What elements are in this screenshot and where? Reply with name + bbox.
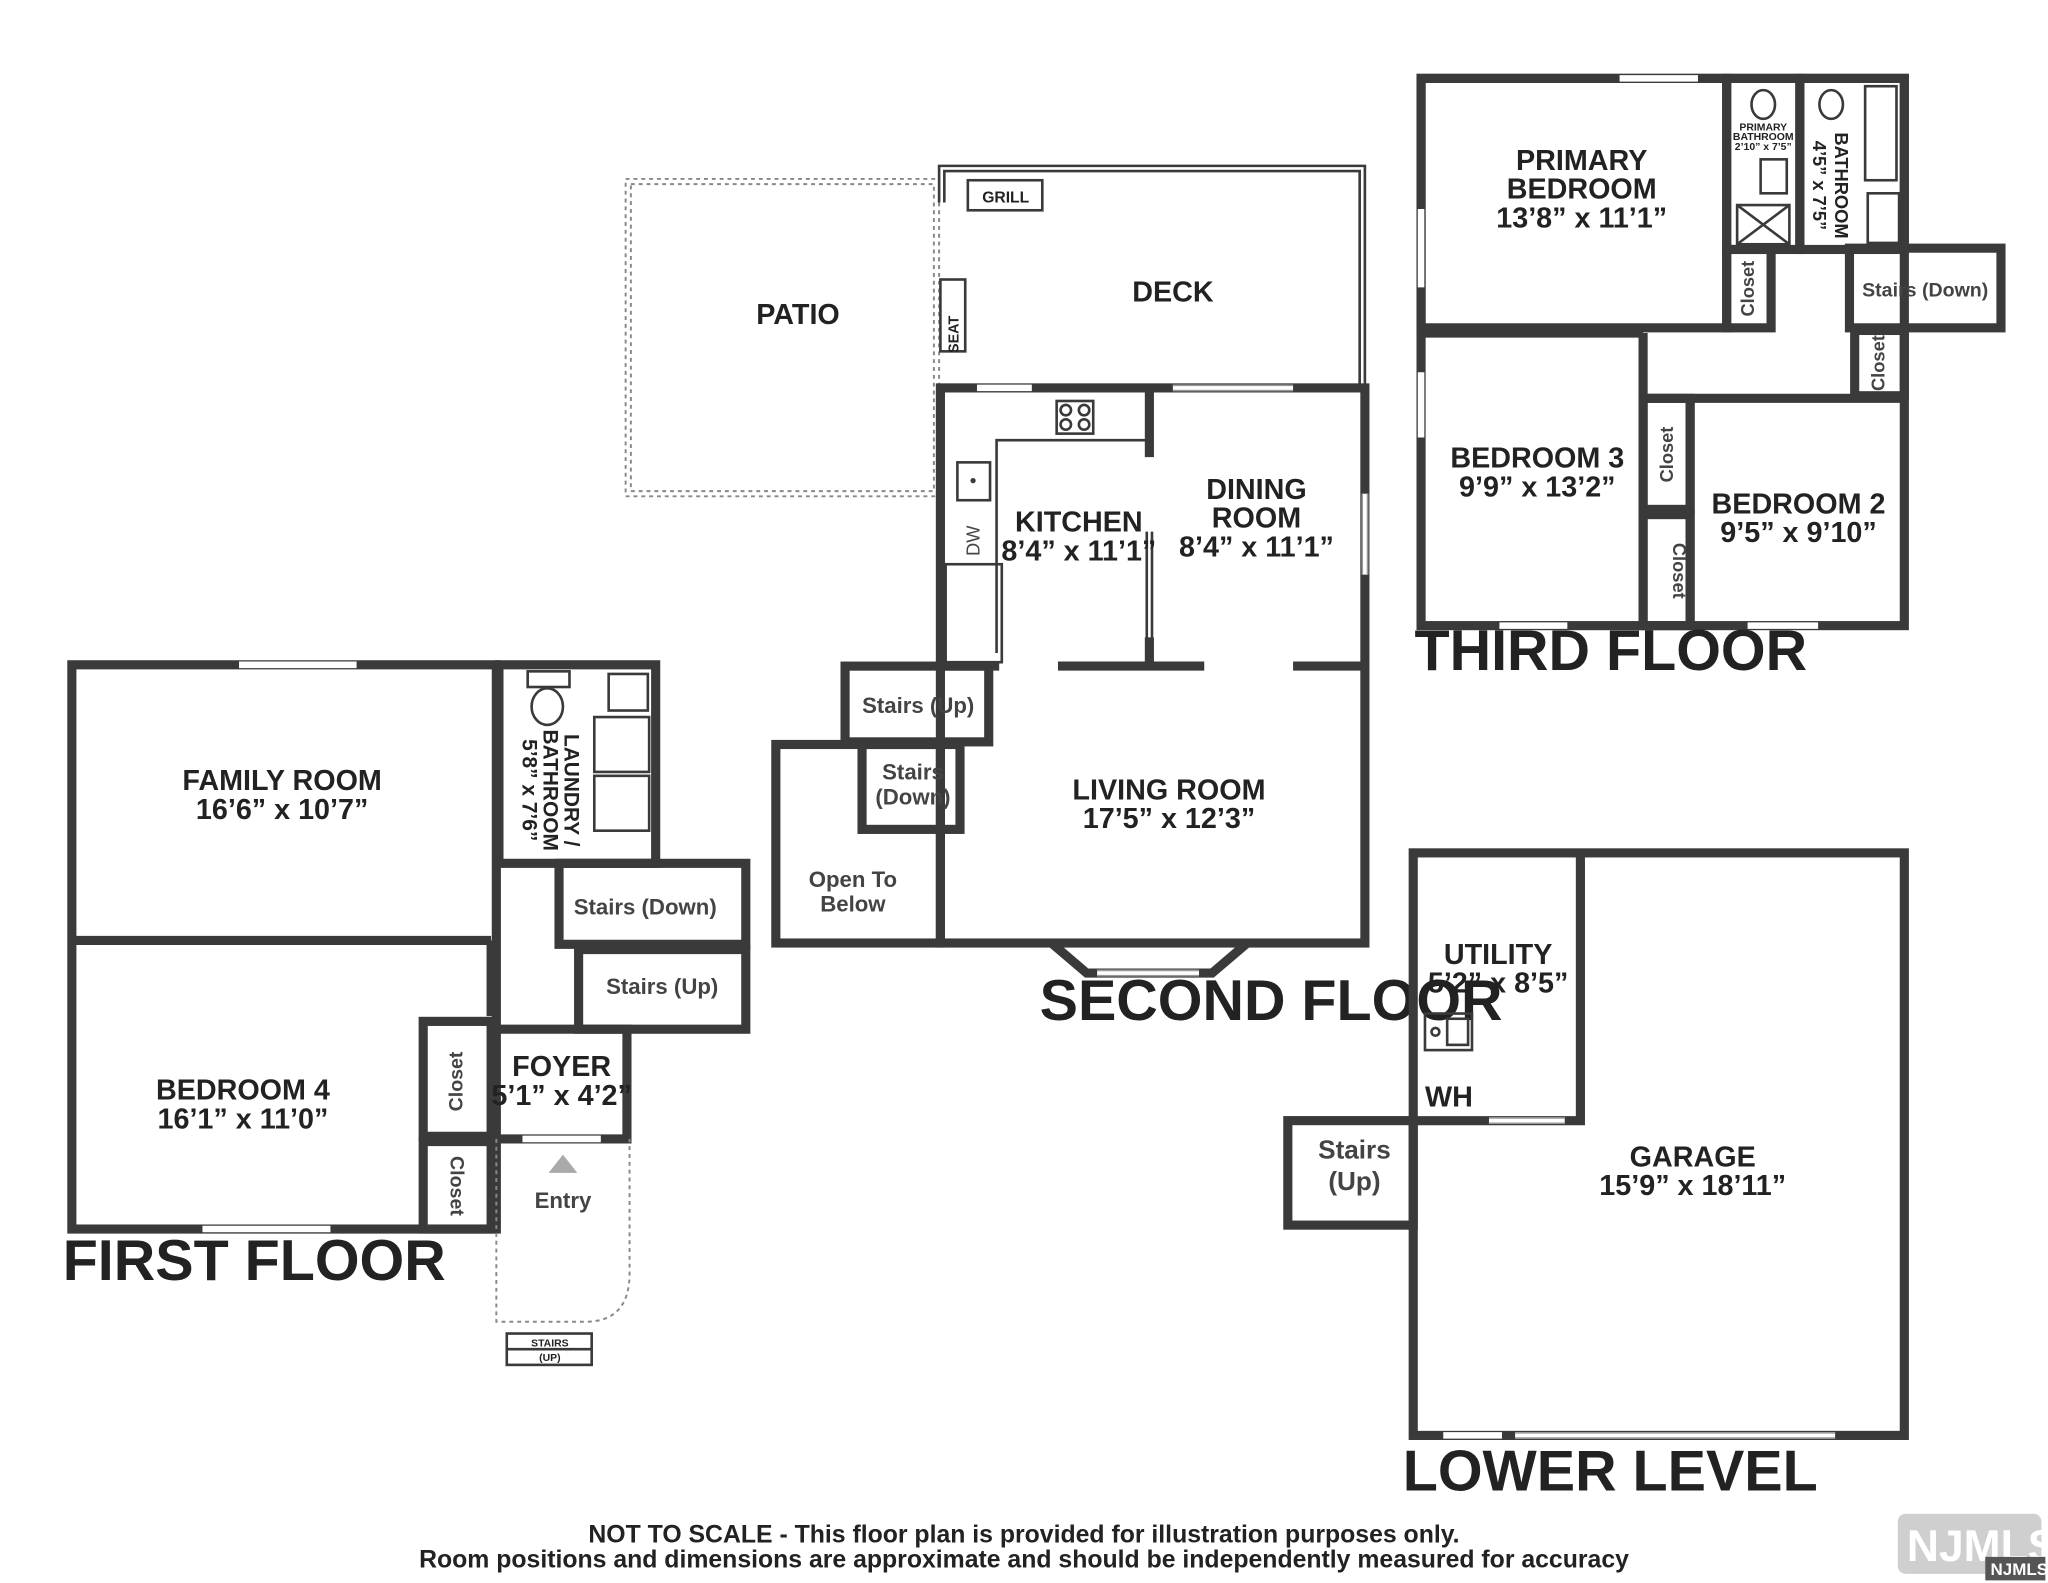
entry-label: Entry: [535, 1188, 592, 1213]
utility-name: UTILITY: [1444, 939, 1552, 971]
closet-label: Closet: [446, 1156, 468, 1216]
primary-dims: 13’8” x 11’1”: [1496, 202, 1667, 234]
lower-level: UTILITY 5’2” x 8’5” WH Stairs (Up) GARAG…: [1283, 848, 1909, 1503]
dining-name1: DINING: [1206, 474, 1307, 506]
closet-label: Closet: [445, 1051, 467, 1111]
closet-label: Closet: [1669, 543, 1690, 599]
dryer-icon: [592, 774, 651, 832]
second-floor: PATIO DECK GRILL SEAT DW KITCHEN 8’4” x …: [624, 164, 1503, 1033]
dining-dims: 8’4” x 11’1”: [1179, 531, 1334, 563]
toilet-icon: [530, 687, 565, 727]
bedroom2-name: BEDROOM 2: [1712, 488, 1886, 520]
closet-box: [418, 1016, 496, 1141]
bedroom4-dims: 16’1” x 11’0”: [158, 1103, 329, 1135]
disclaimer-line2: Room positions and dimensions are approx…: [419, 1546, 1629, 1573]
bathroom-name: BATHROOM: [1831, 132, 1852, 238]
primary-name1: PRIMARY: [1516, 145, 1647, 177]
patio-outline: [624, 177, 941, 498]
primary-bath-dims: 2’10” x 7’5”: [1735, 142, 1792, 153]
kitchen-dims: 8’4” x 11’1”: [1001, 535, 1156, 567]
third-floor-title: THIRD FLOOR: [1415, 619, 1808, 683]
garage-name: GARAGE: [1630, 1141, 1756, 1173]
bedroom4-name: BEDROOM 4: [156, 1075, 330, 1107]
sink-icon: [1759, 158, 1789, 195]
bathroom-dims: 4’5” x 7’5”: [1809, 141, 1830, 230]
primary-bath-name1: PRIMARY: [1739, 123, 1787, 134]
stairs-up-lower-label1: Stairs: [1318, 1135, 1391, 1165]
family-room-name: FAMILY ROOM: [182, 765, 381, 797]
open-below-label2: Below: [820, 892, 886, 917]
deck-label: DECK: [1132, 277, 1214, 309]
shower-icon: [1735, 203, 1791, 246]
closet-box: [1722, 244, 1776, 333]
bedroom3-name: BEDROOM 3: [1450, 443, 1624, 475]
stairs-down-1st-label: Stairs (Down): [574, 894, 717, 919]
toilet-icon: [1750, 88, 1777, 121]
stairs-up-lower-label2: (Up): [1328, 1166, 1380, 1196]
stairs-up-1st: [574, 944, 751, 1034]
third-floor: PRIMARY BEDROOM 13’8” x 11’1” PRIMARY BA…: [1415, 73, 2006, 683]
open-below-label1: Open To: [809, 867, 897, 892]
deck-outline: [937, 164, 1367, 388]
stairs-up-2nd-label: Stairs (Up): [862, 693, 974, 718]
dishwasher-label: DW: [963, 525, 984, 556]
primary-name2: BEDROOM: [1507, 174, 1657, 206]
seat-box: [939, 278, 967, 353]
svg-text:NJMLS: NJMLS: [1991, 1560, 2048, 1579]
water-heater-label: WH: [1425, 1081, 1473, 1113]
seat-label: SEAT: [947, 316, 963, 353]
stairs-down-2nd-label2: (Down): [875, 785, 950, 810]
living-name: LIVING ROOM: [1072, 774, 1265, 806]
primary-bath-name2: BATHROOM: [1733, 132, 1794, 143]
stove-icon: [1055, 399, 1095, 435]
disclaimer-line1: NOT TO SCALE - This floor plan is provid…: [588, 1522, 1459, 1549]
living-dims: 17’5” x 12’3”: [1083, 803, 1255, 835]
stairs-down-3rd: [1844, 243, 2006, 333]
grill-box: [966, 178, 1044, 212]
toilet-icon: [1818, 88, 1845, 121]
stairs-down-2nd-label1: Stairs: [882, 760, 944, 785]
njmls-logo: NJMLS NJMLS: [1897, 1513, 2048, 1581]
stairs-down-3rd-label: Stairs (Down): [1862, 279, 1988, 301]
family-room-dims: 16’6” x 10’7”: [196, 794, 368, 826]
closet-box: [418, 1136, 496, 1234]
closet-label: Closet: [1868, 335, 1889, 391]
utility-dims: 5’2” x 8’5”: [1428, 968, 1568, 1000]
washer-icon: [592, 715, 651, 774]
lower-level-title: LOWER LEVEL: [1403, 1439, 1818, 1503]
closet-label: Closet: [1656, 427, 1677, 483]
stairs-up-lower: [1283, 1116, 1418, 1230]
stairs-up-1st-label: Stairs (Up): [606, 974, 718, 999]
bedroom3-dims: 9’9” x 13’2”: [1459, 471, 1615, 503]
foyer-dims: 5’1” x 4’2”: [491, 1080, 632, 1112]
garage-dims: 15’9” x 18’11”: [1599, 1170, 1786, 1202]
laundry-name1: LAUNDRY /: [559, 734, 582, 847]
sink-icon: [956, 461, 992, 502]
first-floor-title: FIRST FLOOR: [63, 1229, 446, 1293]
kitchen-name: KITCHEN: [1015, 507, 1143, 539]
patio-label: PATIO: [756, 299, 840, 331]
bedroom2-dims: 9’5” x 9’10”: [1720, 517, 1876, 549]
utility-walls: [1413, 852, 1585, 1126]
utility-sink-icon: [1423, 1012, 1474, 1052]
closet-label: Closet: [1737, 261, 1758, 317]
bathtub-icon: [1863, 84, 1898, 182]
dining-name2: ROOM: [1212, 503, 1301, 535]
sink-icon: [1866, 191, 1901, 245]
first-floor: FAMILY ROOM 16’6” x 10’7” LAUNDRY / BATH…: [63, 660, 751, 1367]
sink-icon: [607, 672, 650, 712]
laundry-dims: 5’8” x 7’6”: [517, 739, 540, 841]
laundry-name2: BATHROOM: [538, 730, 561, 851]
stairs-down-2nd: [857, 739, 965, 834]
stairs-down-1st: [554, 858, 751, 949]
foyer-name: FOYER: [512, 1051, 611, 1083]
grill-label: GRILL: [982, 189, 1029, 206]
entry-arrow-icon: [548, 1154, 578, 1173]
outside-stairs-label2: (UP): [539, 1353, 560, 1364]
outside-stairs-label1: STAIRS: [531, 1339, 569, 1350]
